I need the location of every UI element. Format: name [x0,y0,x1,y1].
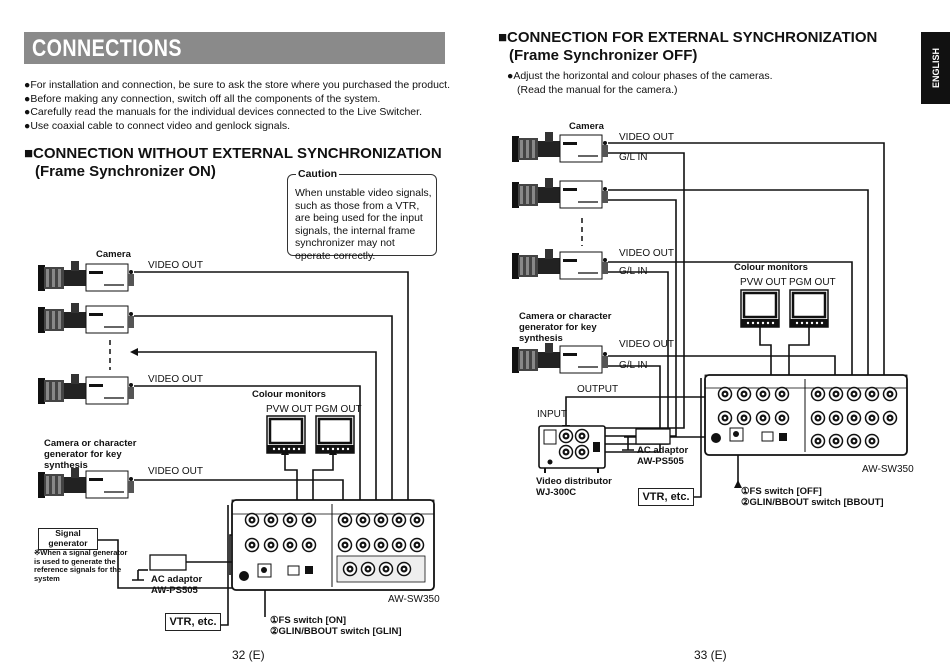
video-out-label: VIDEO OUT [148,374,204,385]
glin-switch-label: ②GLIN/BBOUT switch [BBOUT] [741,497,884,508]
pvw-monitor-icon [739,288,781,329]
camera-icon [37,302,135,334]
camera-icon [511,177,609,209]
pvw-out-label: PVW OUT [740,277,787,288]
ac-adaptor-icon [635,428,671,445]
camera-icon [511,131,609,163]
pvw-out-label: PVW OUT [266,404,313,415]
colour-monitors-label: Colour monitors [734,262,808,273]
key-source-label: Camera or character generator for key sy… [44,438,137,471]
ac-adaptor-model: AW-PS505 [151,585,198,596]
fs-switch-label: ①FS switch [OFF] [741,486,822,497]
ac-adaptor-icon [149,554,187,571]
glin-switch-label: ②GLIN/BBOUT switch [GLIN] [270,626,402,637]
ac-adaptor-label: AC adaptor [637,445,689,456]
ac-adaptor-model: AW-PS505 [637,456,684,467]
switcher-model-label: AW-SW350 [862,464,914,475]
camera-icon [511,342,609,374]
video-out-label: VIDEO OUT [619,132,675,143]
camera-icon [37,260,135,292]
video-out-label: VIDEO OUT [148,466,204,477]
bullet-item: ●Carefully read the manuals for the indi… [24,106,422,118]
signal-generator-note: ※When a signal generator is used to gene… [34,548,128,583]
gl-in-label: G/L IN [619,266,648,277]
bullet-item: ●Before making any connection, switch of… [24,92,381,105]
left-section-heading: ■CONNECTION WITHOUT EXTERNAL SYNCHRONIZA… [24,145,442,180]
colour-monitors-label: Colour monitors [252,389,326,400]
key-source-label: Camera or character generator for key sy… [519,311,612,344]
signal-generator-box: Signal generator [38,528,98,550]
video-out-label: VIDEO OUT [619,339,675,350]
pgm-out-label: PGM OUT [315,404,362,415]
fs-switch-label: ①FS switch [ON] [270,615,347,626]
caution-box: Caution When unstable video signals, suc… [287,168,437,262]
gl-in-label: G/L IN [619,152,648,163]
right-note-line1: ●Adjust the horizontal and colour phases… [507,70,773,82]
video-out-label: VIDEO OUT [619,248,675,259]
page-title: CONNECTIONS [32,35,182,62]
pvw-monitor-icon [265,414,307,455]
bullet-item: ●Use coaxial cable to connect video and … [24,119,291,132]
page-number-left: 32 (E) [232,648,265,662]
caution-text: When unstable video signals, such as tho… [295,187,432,262]
camera-icon [37,373,135,405]
page-number-right: 33 (E) [694,648,727,662]
vtr-box: VTR, etc. [638,488,694,506]
right-note-line2: (Read the manual for the camera.) [517,84,678,96]
language-tab: ENGLISH [921,32,950,104]
vtr-box: VTR, etc. [165,613,221,631]
pgm-monitor-icon [314,414,356,455]
camera-icon [37,467,135,499]
switcher-unit-left [231,499,435,591]
camera-label: Camera [569,121,604,132]
right-section-heading: ■CONNECTION FOR EXTERNAL SYNCHRONIZATION… [498,29,878,64]
input-label: INPUT [537,409,567,420]
page-title-banner: CONNECTIONS [24,32,445,64]
video-distributor-label: Video distributor [536,476,612,487]
video-distributor-unit [538,425,606,473]
intro-bullets: ●For installation and connection, be sur… [24,79,454,133]
camera-icon [511,248,609,280]
language-tab-label: ENGLISH [931,47,941,89]
switcher-model-label: AW-SW350 [388,594,440,605]
bullet-item: ●For installation and connection, be sur… [24,79,451,91]
camera-label: Camera [96,249,131,260]
pgm-monitor-icon [788,288,830,329]
pgm-out-label: PGM OUT [789,277,836,288]
video-distributor-model: WJ-300C [536,487,577,498]
ac-adaptor-label: AC adaptor [151,574,203,585]
video-out-label: VIDEO OUT [148,260,204,271]
switcher-unit-right [704,374,908,456]
caution-title: Caution [296,168,340,181]
output-label: OUTPUT [577,384,619,395]
gl-in-label: G/L IN [619,360,648,371]
